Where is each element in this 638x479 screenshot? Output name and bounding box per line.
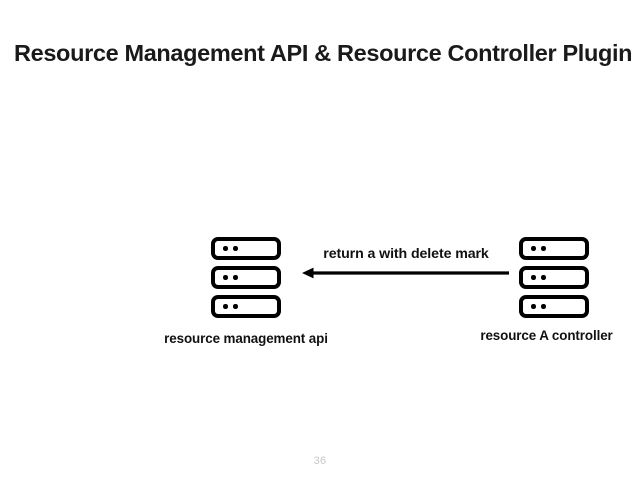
server-unit [211,266,281,289]
server-led-icon [531,246,536,251]
node-caption-resource-a-controller: resource A controller [480,328,613,343]
server-unit [519,266,589,289]
node-caption-resource-management-api: resource management api [164,331,328,346]
edge-label-return-a-with-delete-mark: return a with delete mark [323,246,489,262]
server-stack-icon-resource-management-api [211,237,281,319]
server-led-icon [541,304,546,309]
server-led-icon [223,246,228,251]
server-led-icon [531,275,536,280]
server-led-icon [233,304,238,309]
arrow-head [302,267,314,279]
page-title: Resource Management API & Resource Contr… [14,39,633,66]
server-led-icon [223,304,228,309]
server-led-icon [233,275,238,280]
arrow-left-icon [299,262,513,284]
server-led-icon [233,246,238,251]
server-led-icon [541,275,546,280]
server-led-icon [223,275,228,280]
page-number: 36 [313,455,327,467]
server-unit [519,237,589,260]
arrow-left-glyph [302,267,509,279]
server-unit [211,295,281,318]
server-led-icon [541,246,546,251]
server-stack-icon-resource-a-controller [519,237,589,319]
server-unit [211,237,281,260]
server-led-icon [531,304,536,309]
server-unit [519,295,589,318]
